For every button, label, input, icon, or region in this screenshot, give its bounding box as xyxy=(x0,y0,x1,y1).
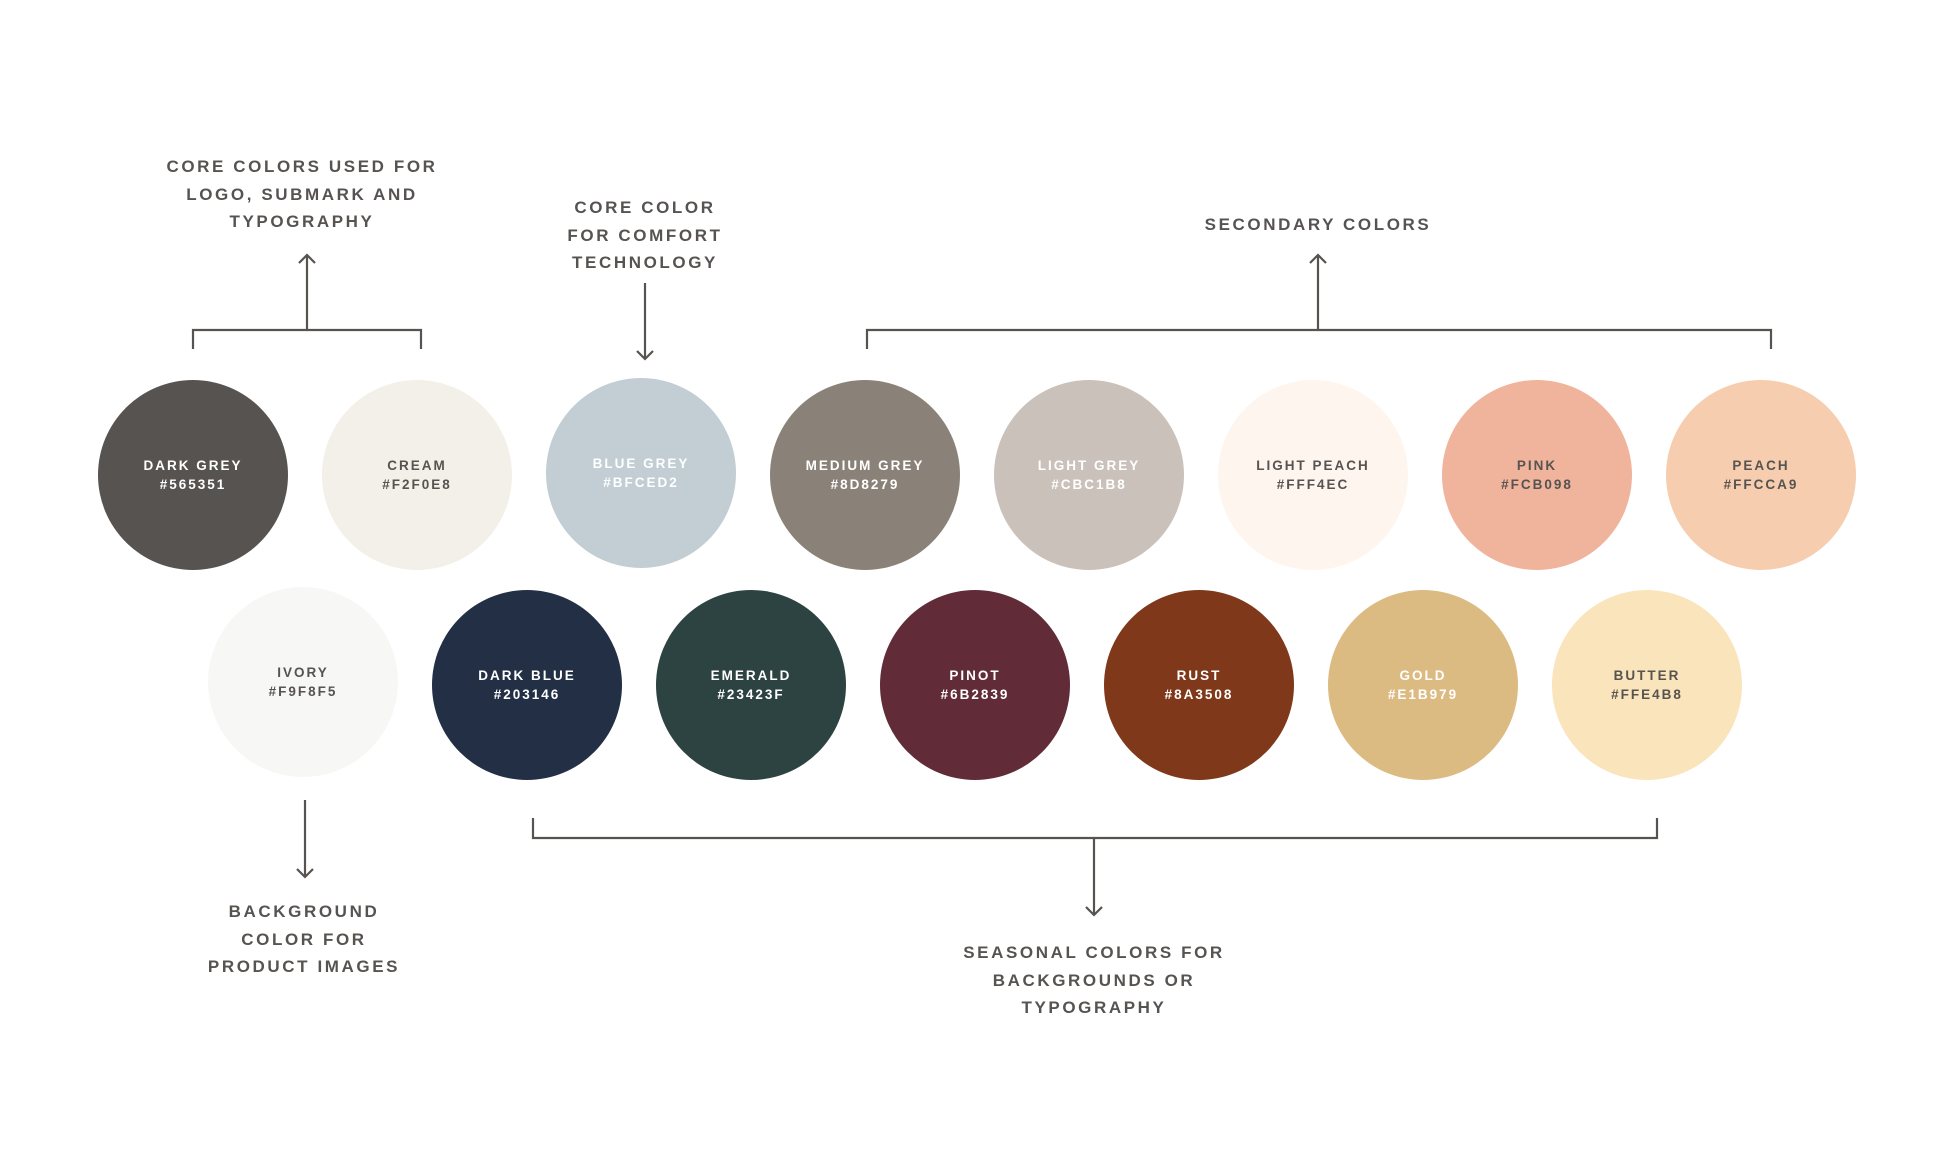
swatch-gold: GOLD #E1B979 xyxy=(1328,590,1518,780)
swatch-name: LIGHT GREY xyxy=(1037,458,1141,473)
background-arrow xyxy=(296,800,314,879)
seasonal-arrow xyxy=(1085,838,1103,917)
swatch-hex: #FFCCA9 xyxy=(1723,477,1799,492)
caption-line: BACKGROUNDS OR xyxy=(992,970,1196,990)
swatch-name: MEDIUM GREY xyxy=(805,458,925,473)
swatch-name: DARK BLUE xyxy=(478,668,576,683)
swatch-name: IVORY xyxy=(277,665,329,680)
caption-line: LOGO, SUBMARK AND xyxy=(186,184,418,204)
caption-line: SECONDARY COLORS xyxy=(1204,215,1432,234)
swatch-dark-blue: DARK BLUE #203146 xyxy=(432,590,622,780)
caption-core-comfort: CORE COLOR FOR COMFORT TECHNOLOGY xyxy=(535,194,755,277)
swatch-hex: #23423F xyxy=(717,687,785,702)
caption-background: BACKGROUND COLOR FOR PRODUCT IMAGES xyxy=(184,898,424,981)
swatch-emerald: EMERALD #23423F xyxy=(656,590,846,780)
swatch-name: RUST xyxy=(1176,668,1222,683)
caption-line: COLOR FOR xyxy=(241,929,367,949)
swatch-hex: #F9F8F5 xyxy=(268,684,338,699)
swatch-hex: #FFF4EC xyxy=(1276,477,1350,492)
swatch-hex: #203146 xyxy=(493,687,561,702)
swatch-light-grey: LIGHT GREY #CBC1B8 xyxy=(994,380,1184,570)
swatch-hex: #6B2839 xyxy=(940,687,1010,702)
caption-line: BACKGROUND xyxy=(228,902,380,921)
swatch-blue-grey: BLUE GREY #BFCED2 xyxy=(546,378,736,568)
caption-core-logo: CORE COLORS USED FOR LOGO, SUBMARK AND T… xyxy=(152,153,452,236)
swatch-medium-grey: MEDIUM GREY #8D8279 xyxy=(770,380,960,570)
core-logo-arrow xyxy=(298,253,316,330)
swatch-pink: PINK #FCB098 xyxy=(1442,380,1632,570)
swatch-name: GOLD xyxy=(1399,668,1447,683)
swatch-hex: #F2F0E8 xyxy=(382,477,452,492)
swatch-pinot: PINOT #6B2839 xyxy=(880,590,1070,780)
caption-line: SEASONAL COLORS FOR xyxy=(963,943,1225,962)
caption-secondary: SECONDARY COLORS xyxy=(1168,211,1468,239)
secondary-arrow xyxy=(1309,253,1327,330)
secondary-bracket xyxy=(865,328,1773,349)
caption-line: TYPOGRAPHY xyxy=(1021,998,1167,1017)
swatch-dark-grey: DARK GREY #565351 xyxy=(98,380,288,570)
swatch-light-peach: LIGHT PEACH #FFF4EC xyxy=(1218,380,1408,570)
swatch-hex: #FCB098 xyxy=(1501,477,1573,492)
seasonal-bracket xyxy=(531,818,1659,840)
caption-line: TYPOGRAPHY xyxy=(229,212,375,231)
swatch-name: BUTTER xyxy=(1613,668,1681,683)
swatch-hex: #CBC1B8 xyxy=(1051,477,1127,492)
swatch-name: EMERALD xyxy=(710,668,792,683)
caption-line: FOR COMFORT xyxy=(567,225,723,245)
swatch-name: PINK xyxy=(1516,458,1558,473)
swatch-rust: RUST #8A3508 xyxy=(1104,590,1294,780)
swatch-hex: #BFCED2 xyxy=(603,475,679,490)
swatch-hex: #8A3508 xyxy=(1164,687,1234,702)
swatch-name: BLUE GREY xyxy=(592,456,690,471)
swatch-cream: CREAM #F2F0E8 xyxy=(322,380,512,570)
swatch-peach: PEACH #FFCCA9 xyxy=(1666,380,1856,570)
swatch-name: DARK GREY xyxy=(143,458,243,473)
caption-seasonal: SEASONAL COLORS FOR BACKGROUNDS OR TYPOG… xyxy=(944,939,1244,1022)
caption-line: CORE COLORS USED FOR xyxy=(166,157,438,176)
core-logo-bracket xyxy=(191,328,423,349)
caption-line: TECHNOLOGY xyxy=(572,253,718,272)
swatch-name: CREAM xyxy=(387,458,447,473)
swatch-hex: #565351 xyxy=(159,477,227,492)
core-comfort-arrow xyxy=(636,283,654,361)
swatch-name: PINOT xyxy=(949,668,1001,683)
swatch-hex: #FFE4B8 xyxy=(1611,687,1683,702)
swatch-name: PEACH xyxy=(1732,458,1790,473)
caption-line: PRODUCT IMAGES xyxy=(207,957,401,976)
swatch-hex: #8D8279 xyxy=(830,477,900,492)
swatch-name: LIGHT PEACH xyxy=(1256,458,1370,473)
swatch-hex: #E1B979 xyxy=(1387,687,1459,702)
swatch-ivory: IVORY #F9F8F5 xyxy=(208,587,398,777)
swatch-butter: BUTTER #FFE4B8 xyxy=(1552,590,1742,780)
caption-line: CORE COLOR xyxy=(574,198,716,217)
